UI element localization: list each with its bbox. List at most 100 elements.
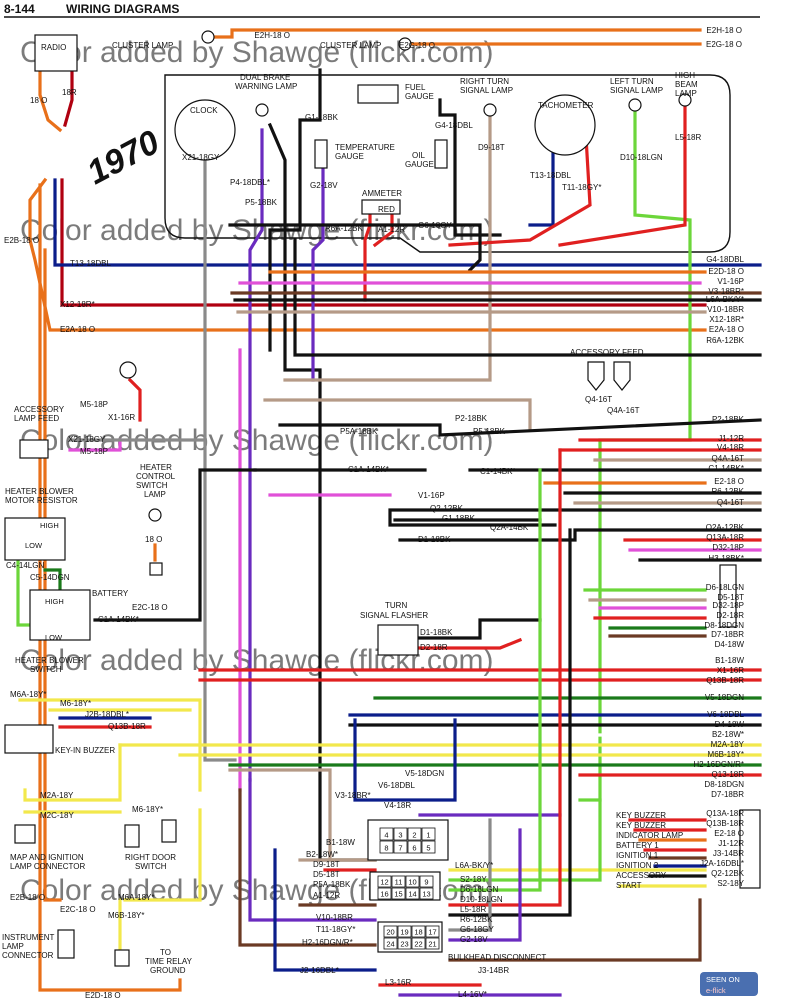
ignition-switch-label: INDICATOR LAMP: [616, 831, 683, 840]
ammeter-label: AMMETER: [362, 189, 402, 198]
cluster-lamp-left-label: CLUSTER LAMP: [112, 41, 173, 50]
page-number: 8-144: [4, 2, 35, 16]
connector-pin-cell: [377, 875, 392, 888]
wire-label: V10-18BR: [316, 913, 353, 922]
wire-label: Q4A-16T: [712, 454, 745, 463]
connector-pin-cell: [391, 875, 406, 888]
wire-v6-loop: [353, 718, 457, 802]
wire-x21: [203, 138, 237, 762]
wires: [16, 28, 762, 997]
wire-label: M6B-18Y*: [708, 750, 744, 759]
tachometer-gauge: [534, 94, 596, 156]
connector-pin-number: 5: [426, 843, 430, 852]
connector-pin-number: 22: [414, 940, 422, 949]
connector-pin-number: 7: [398, 843, 402, 852]
wire-label: R6A-12BK: [706, 336, 744, 345]
wire-label: B2-18W*: [306, 850, 338, 859]
connector-pin-number: 13: [422, 890, 430, 899]
wire-label: M6A-18Y*: [118, 893, 154, 902]
connector-pin-cell: [421, 827, 436, 841]
wire-label: C1-14BK*: [480, 467, 516, 476]
wire-label: 18R: [62, 88, 77, 97]
wire-p4: [248, 128, 264, 782]
right-connector-block: [719, 564, 737, 628]
wire-label: D10-18LGN: [620, 153, 663, 162]
wire-label: D32-18P: [712, 543, 744, 552]
connector-pin-number: 9: [424, 878, 428, 887]
watermark-line: Color added by Shawge (flickr.com): [20, 36, 494, 69]
wire-t11: [448, 118, 592, 247]
connector-pin-cell: [411, 937, 426, 950]
connector-pin-cell: [383, 937, 398, 950]
wire-tan-center: [263, 398, 532, 432]
wire-q2a: [398, 528, 762, 542]
wire-label: V6-18DBL: [378, 781, 415, 790]
wire-label: G1-18BK: [442, 514, 476, 523]
ignition-switch-connector: [739, 809, 761, 889]
wire-label: D6-18LGN: [706, 583, 744, 592]
oil-gauge-box: [434, 139, 448, 169]
wire-label: L5-18R: [460, 905, 486, 914]
right-door-switch-box: [124, 824, 140, 848]
connector-pin-cell: [377, 887, 392, 900]
wire-label: D5-18T: [717, 593, 744, 602]
wire-e2h: [213, 28, 702, 39]
switch-position-label: HIGH: [40, 521, 59, 530]
wire-label: C1A-14BK*: [98, 615, 139, 624]
wire-r6a-main: [293, 238, 762, 357]
radio-label: RADIO: [41, 43, 66, 52]
wire-label: V3-18BR*: [335, 791, 371, 800]
connector-pin-number: 2: [412, 830, 416, 839]
wire-label: M6-18Y*: [132, 805, 163, 814]
bottom-wire-labels: V5-18DGNV6-18DBLV3-18BR*V4-18RB1-18WB2-1…: [300, 769, 509, 999]
connector-pin-number: 12: [380, 878, 388, 887]
connector-pin-number: 10: [408, 878, 416, 887]
connector-pin-number: 3: [398, 830, 402, 839]
wire-t13-lower: [53, 178, 762, 267]
wire-label: V4-18R: [384, 801, 411, 810]
wire-label: L5-18R: [675, 133, 701, 142]
connector-pin-number: 20: [386, 928, 394, 937]
connector-pin-number: 24: [386, 940, 394, 949]
wire-label: 18 O: [30, 96, 47, 105]
wire-label: C4-14LGN: [6, 561, 44, 570]
accessory-lamp-icon: [119, 361, 137, 379]
wire-label: L6A-BK/Y*: [706, 295, 744, 304]
wire-label: X21-18GY: [182, 153, 220, 162]
key-in-buzzer-label: KEY-IN BUZZER: [55, 746, 115, 755]
wire-label: J2A-16DBL*: [700, 859, 744, 868]
wire-label: M2A-18Y: [711, 740, 745, 749]
wire-label: D4-18W: [715, 640, 745, 649]
connector-pin-cell: [411, 925, 426, 938]
wire-label: G2-18V: [310, 181, 338, 190]
cluster-lamp-left-icon: [201, 30, 215, 44]
wire-q2: [388, 508, 762, 527]
corner-logo-box: [700, 972, 758, 996]
connector-pin-cell: [405, 875, 420, 888]
wire-label: V5-18DGN: [705, 693, 744, 702]
connector-pin-number: 1: [426, 830, 430, 839]
wire-l5-bottom: [448, 448, 562, 907]
wire-label: G6-18GY: [418, 221, 452, 230]
wire-label: R6-12BK: [460, 915, 493, 924]
wire-d6-bottom: [448, 798, 602, 882]
connector-pin-cell: [379, 840, 394, 854]
wire-label: R6A-12BK: [325, 224, 363, 233]
wire-label: C1-14BK*: [708, 464, 744, 473]
wire-label: E2-18 O: [714, 477, 744, 486]
wire-g4: [438, 98, 502, 237]
cluster-lamp-right-label: CLUSTER LAMP: [320, 41, 381, 50]
wire-label: T13-18DBL: [530, 171, 571, 180]
wire-label: D9-18T: [313, 860, 340, 869]
switch-position-label: HIGH: [45, 597, 64, 606]
wire-label: H2-16DGN/R*: [302, 938, 353, 947]
wire-label: J1-12R: [718, 839, 744, 848]
wire-x1-left: [127, 377, 142, 422]
wire-label: T11-18GY*: [562, 183, 601, 192]
wire-label: J1-12R: [718, 434, 744, 443]
wire-label: V1-16P: [717, 277, 744, 286]
